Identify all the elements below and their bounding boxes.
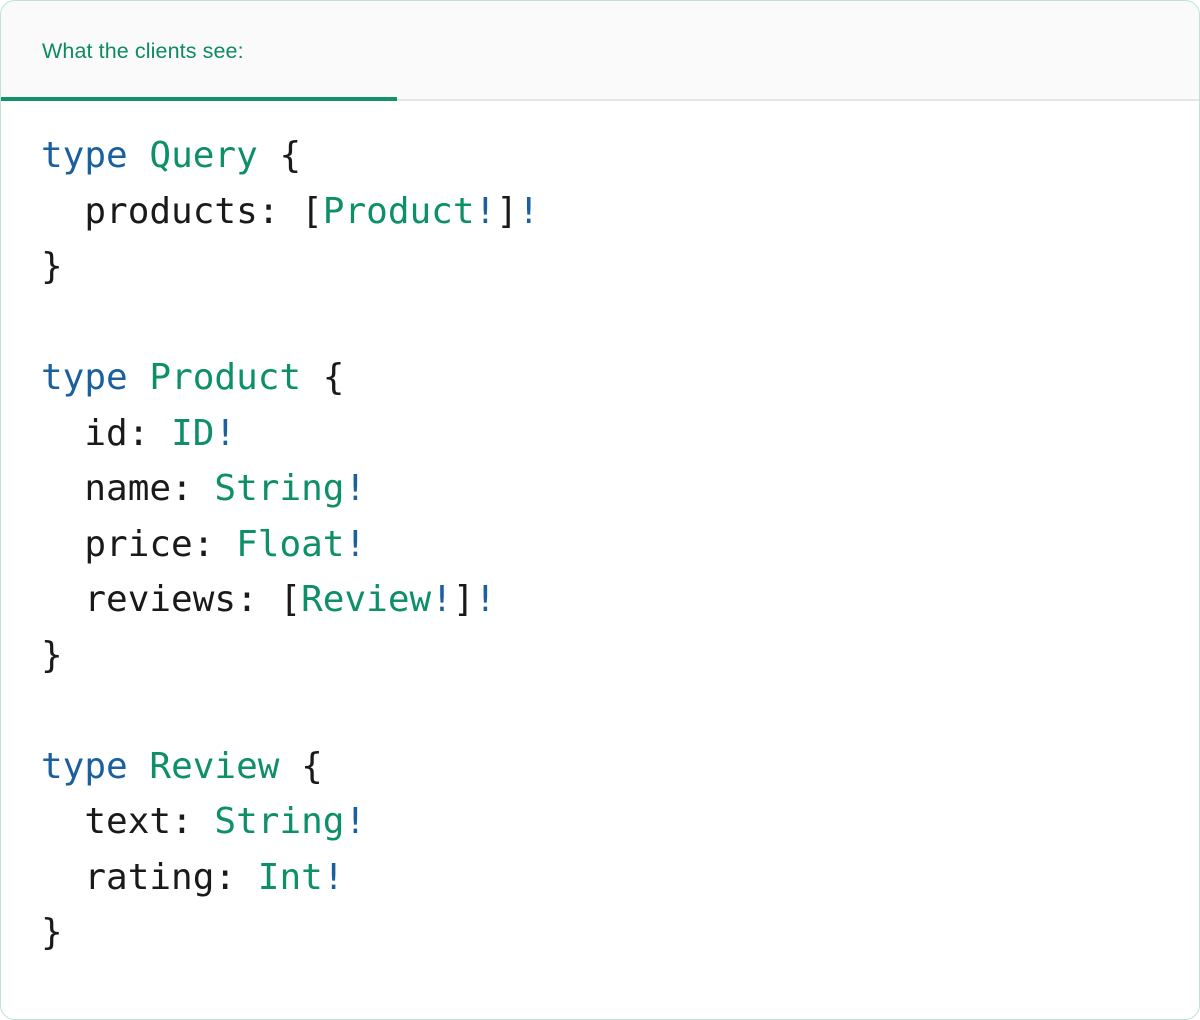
code-line: }	[41, 628, 1199, 684]
code-token-punc: :	[127, 412, 172, 454]
code-token-punc: }	[41, 912, 63, 953]
tab-label: What the clients see:	[42, 38, 244, 63]
code-token-punc: {	[279, 135, 302, 176]
code-token-punc: ]	[452, 579, 475, 620]
code-token-punc	[301, 357, 323, 398]
code-token-punc: :	[192, 523, 237, 565]
code-token-punc	[41, 579, 84, 620]
code-token-bang: !	[431, 579, 453, 620]
code-token-field: reviews	[84, 579, 237, 620]
code-token-bang: !	[344, 801, 367, 842]
code-token-punc: {	[301, 745, 323, 787]
code-token-punc: :	[257, 190, 302, 232]
code-token-bang: !	[322, 856, 345, 898]
code-token-field: price	[84, 523, 193, 565]
code-token-punc: [	[279, 579, 302, 620]
code-token-bang: !	[344, 523, 367, 565]
code-token-type: Int	[257, 856, 323, 898]
tab-what-the-clients-see[interactable]: What the clients see:	[1, 1, 397, 101]
code-token-punc	[128, 746, 150, 787]
code-token-punc: :	[171, 801, 215, 842]
code-line: type Review {	[41, 739, 1199, 795]
code-token-field: name	[84, 468, 172, 509]
code-line: rating: Int!	[41, 850, 1199, 906]
code-token-punc: [	[301, 190, 323, 232]
code-token-field: rating	[84, 856, 215, 898]
code-token-punc	[128, 357, 150, 398]
code-token-bang: !	[474, 579, 497, 620]
code-line: }	[41, 239, 1199, 295]
code-token-punc	[41, 468, 84, 509]
code-token-kw: type	[41, 135, 128, 176]
code-line: }	[41, 905, 1199, 961]
code-token-bang: !	[517, 190, 540, 232]
code-line	[41, 295, 1199, 351]
code-token-punc	[41, 191, 84, 232]
code-token-punc	[41, 857, 84, 898]
code-token-punc: :	[171, 468, 215, 509]
code-line: products: [Product!]!	[41, 184, 1199, 240]
tab-bar-divider	[1, 99, 1199, 101]
code-token-type: Product	[322, 190, 475, 232]
code-token-punc	[41, 801, 84, 842]
code-token-type: Product	[149, 357, 302, 398]
code-line: type Query {	[41, 128, 1199, 184]
code-token-bang: !	[474, 190, 497, 232]
code-token-punc: }	[41, 246, 63, 287]
graphql-schema-code: type Query { products: [Product!]!}type …	[41, 128, 1199, 961]
code-token-punc: }	[41, 634, 63, 676]
code-token-punc	[41, 413, 84, 454]
code-token-field: id	[84, 412, 128, 454]
code-line	[41, 683, 1199, 739]
code-line: type Product {	[41, 350, 1199, 406]
code-token-bang: !	[214, 412, 237, 454]
code-token-punc: :	[214, 856, 258, 898]
code-line: text: String!	[41, 794, 1199, 850]
code-token-type: String	[214, 468, 345, 509]
code-token-type: Query	[149, 135, 258, 176]
tab-bar: What the clients see:	[1, 1, 1199, 101]
code-token-type: String	[214, 801, 345, 842]
code-line: price: Float!	[41, 517, 1199, 573]
code-area[interactable]: type Query { products: [Product!]!}type …	[1, 101, 1199, 961]
code-token-bang: !	[344, 468, 367, 509]
code-line: id: ID!	[41, 406, 1199, 462]
code-token-type: Review	[301, 579, 432, 620]
code-token-type: ID	[171, 412, 215, 454]
code-line: name: String!	[41, 461, 1199, 517]
code-token-kw: type	[41, 745, 128, 787]
code-token-punc	[41, 524, 84, 565]
code-token-punc: {	[322, 357, 345, 398]
code-token-punc: ]	[496, 190, 518, 232]
active-tab-underline	[1, 97, 397, 101]
code-token-type: Float	[236, 523, 345, 565]
code-token-punc: :	[236, 579, 280, 620]
code-token-type: Review	[149, 745, 280, 787]
code-token-punc	[128, 135, 150, 176]
code-token-kw: type	[41, 357, 128, 398]
code-token-field: text	[84, 801, 172, 842]
code-token-field: products	[84, 190, 258, 232]
code-token-punc	[258, 135, 280, 176]
code-line: reviews: [Review!]!	[41, 572, 1199, 628]
code-token-punc	[279, 746, 301, 787]
